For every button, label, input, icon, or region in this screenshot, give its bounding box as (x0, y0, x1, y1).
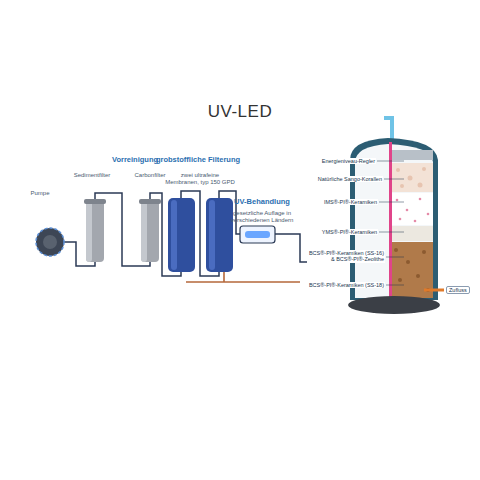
diagram-title: UV-LED (208, 102, 272, 122)
inlet-label: Zufluss (446, 286, 470, 294)
section-heading: Vorreinigung (112, 156, 158, 165)
layer-name: BCS®-PI®-Keramiken (SS-16) & BCS®-PI®-Ze… (307, 250, 385, 263)
prefilter-cylinders (84, 199, 161, 262)
part-note: zwei ultrafeine Membranen, typ 150 GPD (164, 172, 236, 186)
layer-name: BCS®-PI®-Keramiken (SS-18) (308, 282, 385, 288)
section-heading: grobstoffliche Filterung (156, 156, 240, 165)
layer-name: IMS®-PI®-Keramiken (323, 199, 378, 205)
drain-pipe (186, 281, 300, 283)
membrane-cylinders (168, 198, 233, 272)
pipework (63, 191, 318, 276)
uv-unit (240, 226, 275, 243)
layer-name: YMS®-PI®-Keramiken (321, 229, 378, 235)
pump-symbol (36, 228, 64, 256)
layer-name: Energieniveau-Regler (321, 158, 376, 164)
layer-name: Natürliche Sango-Korallen (317, 176, 383, 182)
drain-pipe (223, 272, 225, 282)
part-name: Pumpe (30, 190, 49, 197)
part-note: gesetzliche Auflage in verschiedenen Län… (229, 210, 295, 224)
section-heading: UV-Behandlung (234, 198, 290, 207)
part-name: Carbonfilter (134, 172, 165, 179)
part-name: Sedimentfilter (74, 172, 111, 179)
